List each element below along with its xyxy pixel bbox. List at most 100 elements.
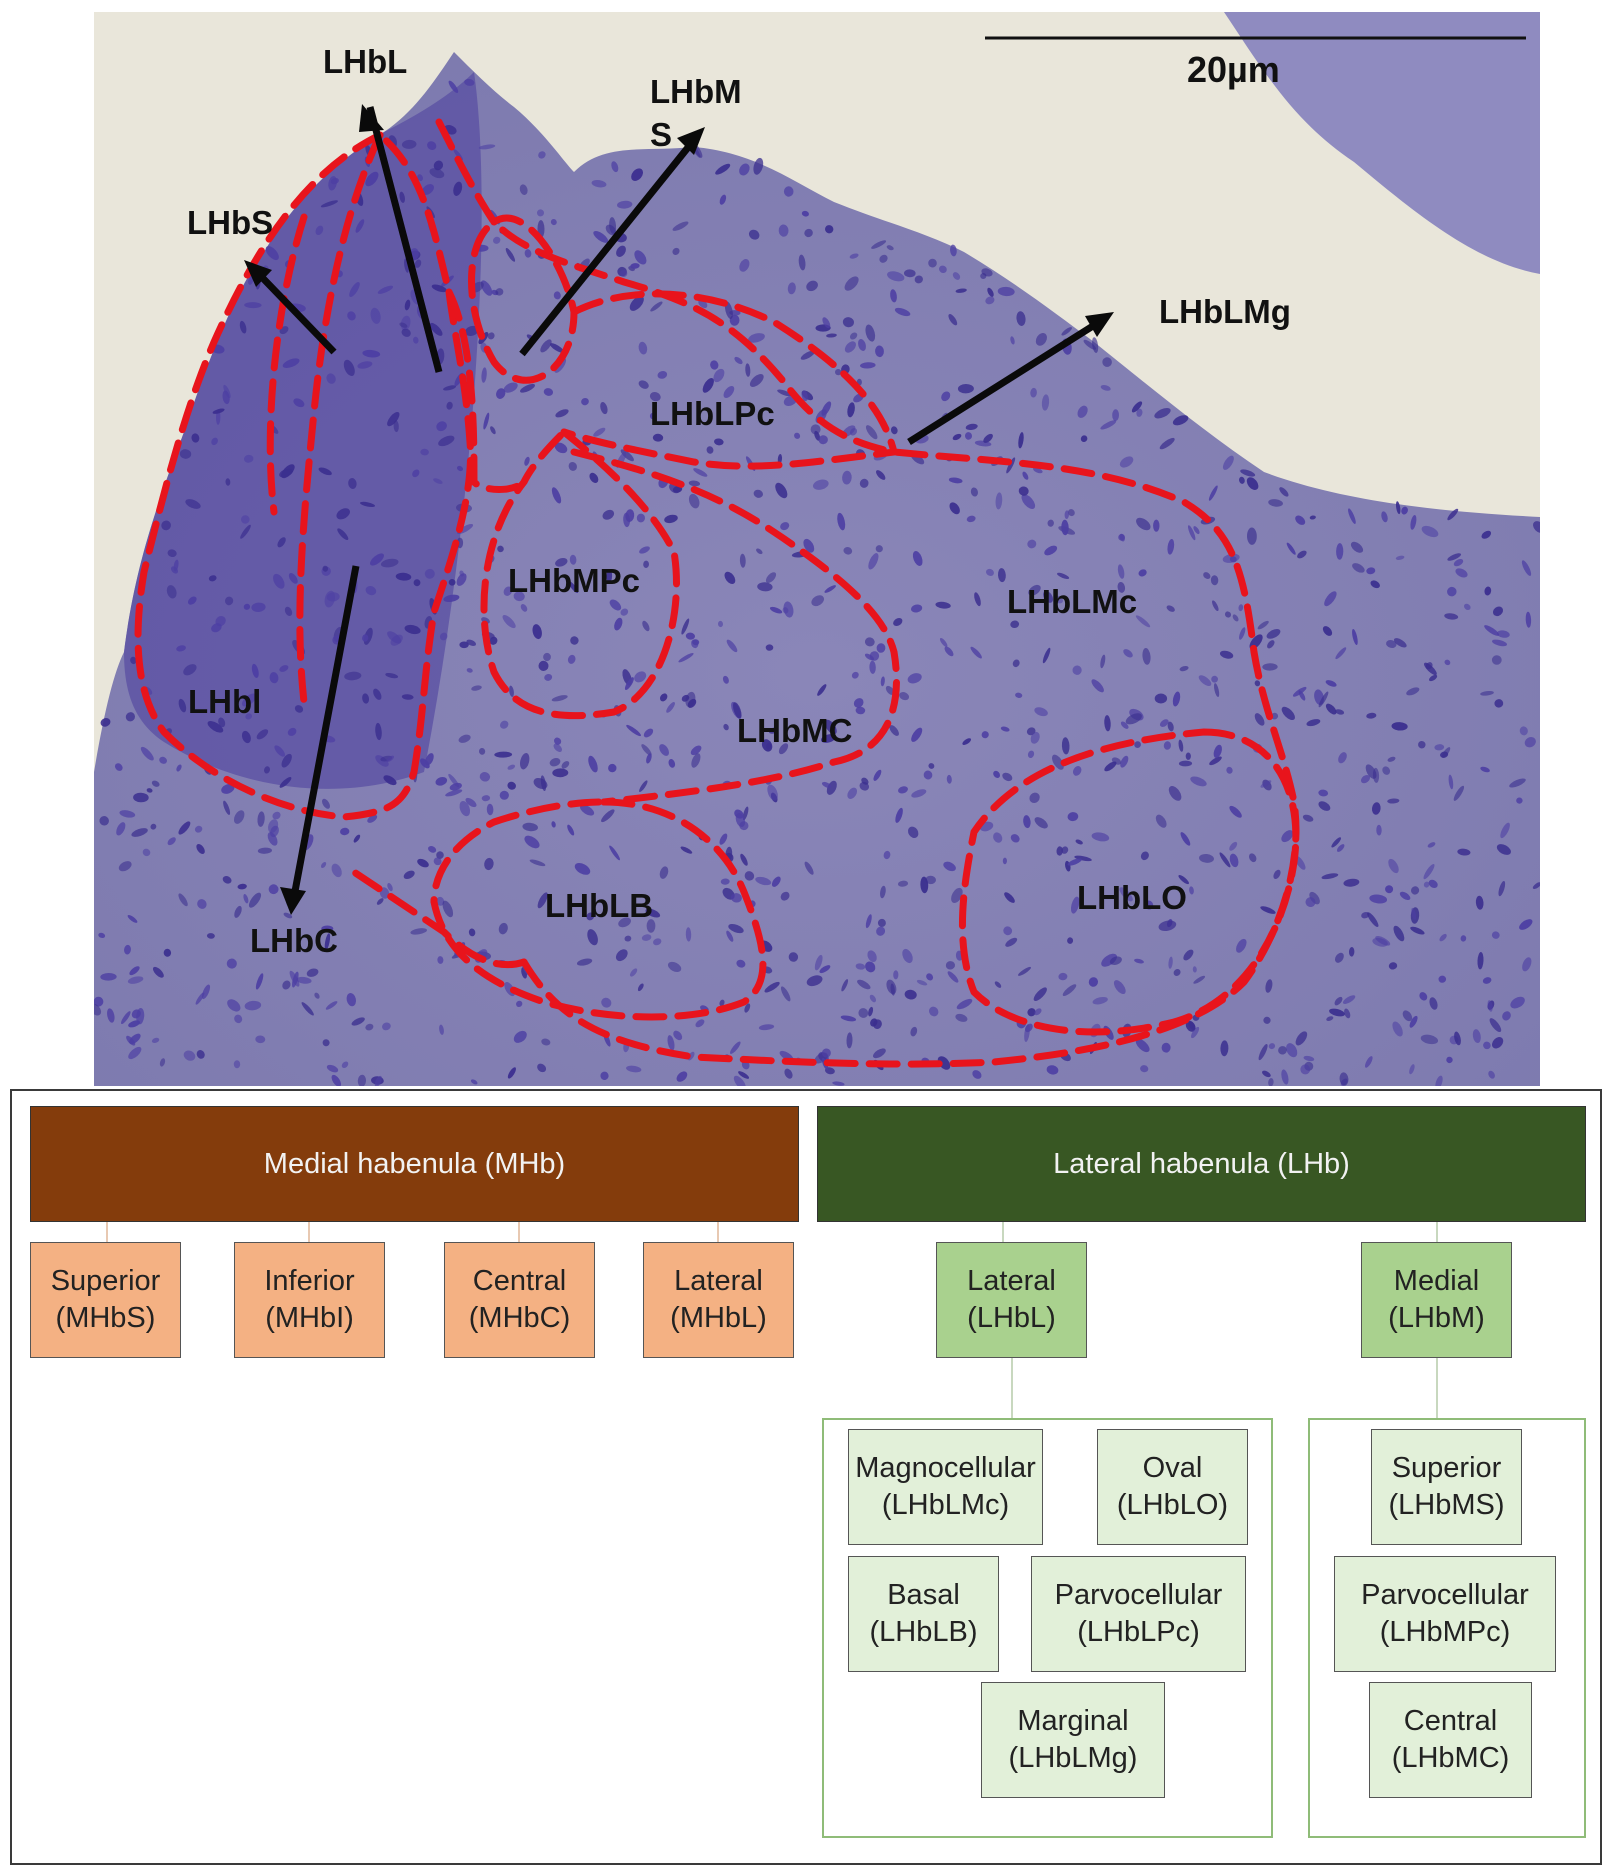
adjacent-tissue [1224,12,1540,274]
stained-cell [1484,625,1500,636]
node-name: Lateral [674,1265,763,1298]
stained-cell [630,263,640,269]
stained-cell [910,1026,918,1037]
stained-cell [433,478,443,484]
stained-cell [1303,1055,1315,1062]
stained-cell [602,509,615,520]
stained-cell [439,1024,444,1035]
stained-cell [846,1032,853,1049]
connector [1436,1358,1438,1418]
stained-cell [429,322,443,336]
stained-cell [493,236,501,244]
stained-cell [417,174,423,181]
arrowhead-lhbms [677,127,705,155]
stained-cell [1161,1042,1171,1053]
stained-cell [1101,953,1117,967]
stained-cell [324,933,331,951]
micrograph-image: 20µm LHbL LHbM S LHbS LHbLMg LHbLPc LHbM… [94,12,1540,1086]
stained-cell [159,756,167,764]
stained-cell [1348,947,1355,957]
stained-cell [734,809,744,819]
stained-cell [520,604,528,612]
stained-cell [634,671,647,683]
stained-cell [486,803,494,816]
stained-cell [868,1006,874,1017]
stained-cell [1213,744,1222,759]
stained-cell [626,724,641,737]
stained-cell [1440,751,1449,758]
stained-cell [1395,501,1401,515]
stained-cell [1439,933,1447,942]
stained-cell [1427,842,1436,848]
stained-cell [728,924,744,934]
stained-cell [1519,726,1528,736]
stained-cell [1173,969,1181,976]
stained-cell [196,843,205,855]
stained-cell [1455,568,1468,578]
stained-cell [860,362,876,369]
label-lhblb: LHbLB [545,887,653,924]
stained-cell [224,596,234,606]
stained-cell [873,1048,886,1059]
stained-cell [478,748,486,755]
stained-cell [794,432,801,439]
stained-cell [255,1035,266,1044]
stained-cell [331,863,342,878]
stained-cell [129,966,140,976]
stained-cell [1067,937,1074,944]
stained-cell [1350,541,1364,553]
node-abbr: (MHbC) [468,1302,571,1334]
stained-cell [336,508,350,520]
stained-cell [550,219,557,226]
stained-cell [387,883,393,892]
stained-cell [191,433,200,443]
stained-cell [289,970,300,987]
stained-cell [100,972,117,981]
stained-cell [1222,455,1234,470]
stained-cell [365,171,379,187]
stained-cell [1219,650,1234,659]
stained-cell [777,389,792,397]
stained-cell [537,1063,547,1073]
node-abbr: (LHbLMc) [881,1489,1010,1521]
stained-cell [875,345,884,358]
stained-cell [885,685,895,695]
stained-cell [524,456,530,466]
stained-cell [626,1065,642,1073]
stained-cell [1435,1075,1443,1086]
outline-lhbs-inner [266,213,308,516]
stained-cell [433,160,444,171]
stained-cell [842,317,854,328]
stained-cell [448,80,459,93]
stained-cell [1309,515,1316,520]
stained-cell [1260,906,1276,914]
stained-cell [1352,628,1358,646]
stained-cell [422,184,434,195]
stained-cell [643,728,654,738]
stained-cell [373,688,382,700]
stained-cell [377,285,394,294]
stained-cell [425,753,434,766]
stained-cell [994,981,1002,988]
stained-cell [1388,858,1399,874]
stained-cell [744,1003,751,1013]
stained-cell [1498,881,1506,897]
stained-cell [739,163,750,176]
stained-cell [183,664,197,676]
stained-cell [659,866,669,879]
stained-cell [1027,750,1035,759]
stained-cell [761,739,773,752]
stained-cell [1159,719,1169,727]
stained-cell [1067,858,1082,866]
stained-cell [567,824,575,836]
stained-cell [593,427,606,437]
stained-cell [1191,1026,1200,1039]
stained-cell [1010,834,1020,843]
stained-cell [733,1075,746,1086]
stained-cell [234,1014,243,1024]
stained-cell [218,717,226,728]
stained-cell [956,998,973,1010]
stained-cell [1226,766,1233,774]
stained-cell [520,383,535,393]
stained-cell [118,861,132,872]
